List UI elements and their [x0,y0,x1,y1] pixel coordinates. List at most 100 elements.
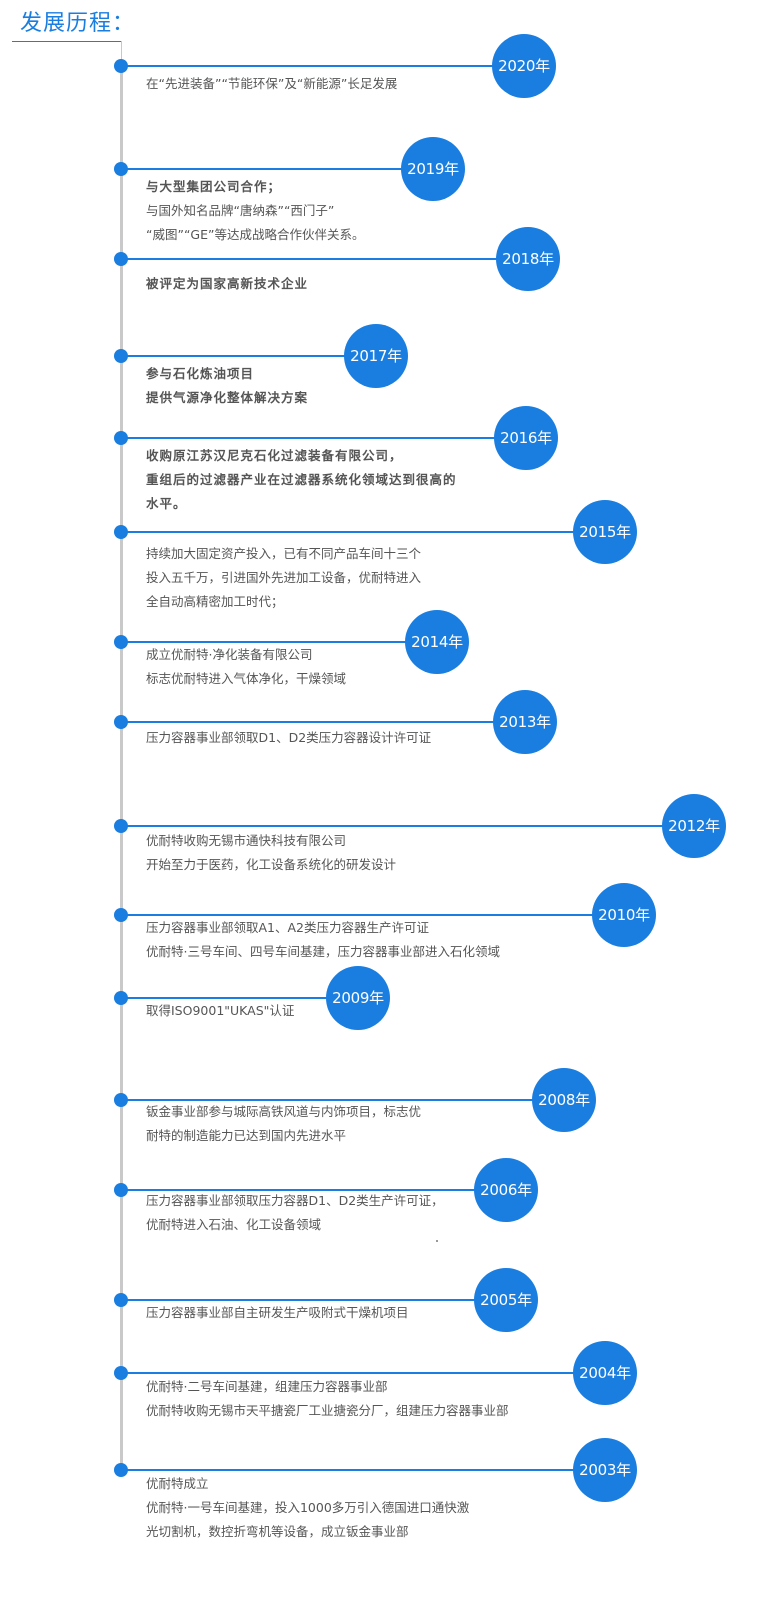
timeline-dot-2009 [114,991,128,1005]
event-description-2005: 压力容器事业部自主研发生产吸附式干燥机项目 [146,1301,409,1325]
event-line: 标志优耐特进入气体净化，干燥领域 [146,671,347,686]
timeline-connector-2013 [121,721,525,723]
timeline-connector-2020 [121,65,524,67]
event-line: 优耐特·二号车间基建，组建压力容器事业部 [146,1379,388,1394]
timeline-connector-2010 [121,914,624,916]
timeline-connector-2016 [121,437,526,439]
timeline-dot-2012 [114,819,128,833]
event-line: 成立优耐特·净化装备有限公司 [146,647,313,662]
year-badge-2016: 2016年 [494,406,558,470]
title-underline [12,41,122,42]
event-line: 光切割机，数控折弯机等设备，成立钣金事业部 [146,1524,409,1539]
event-line: 参与石化炼油项目 [146,366,255,381]
timeline-dot-2008 [114,1093,128,1107]
timeline-connector-2006 [121,1189,506,1191]
timeline-connector-2003 [121,1469,605,1471]
timeline-connector-2009 [121,997,358,999]
stray-dot [436,1240,438,1242]
event-description-2003: 优耐特成立优耐特·一号车间基建，投入1000多万引入德国进口通快激光切割机，数控… [146,1472,469,1544]
timeline-connector-2008 [121,1099,564,1101]
timeline-connector-2018 [121,258,528,260]
event-line: 开始至力于医药，化工设备系统化的研发设计 [146,857,397,872]
event-line: 优耐特收购无锡市天平搪瓷厂工业搪瓷分厂，组建压力容器事业部 [146,1403,509,1418]
year-badge-2018: 2018年 [496,227,560,291]
event-description-2020: 在“先进装备”“节能环保”及“新能源”长足发展 [146,72,397,96]
event-line: 被评定为国家高新技术企业 [146,276,309,291]
event-line: 钣金事业部参与城际高铁风道与内饰项目，标志优 [146,1104,422,1119]
event-line: 在“先进装备”“节能环保”及“新能源”长足发展 [146,76,398,91]
year-badge-2013: 2013年 [493,690,557,754]
event-description-2017: 参与石化炼油项目提供气源净化整体解决方案 [146,362,308,410]
event-line: 与大型集团公司合作； [146,179,282,194]
event-line: 压力容器事业部领取A1、A2类压力容器生产许可证 [146,920,430,935]
page-title: 发展历程： [20,11,136,36]
event-line: 优耐特·三号车间、四号车间基建，压力容器事业部进入石化领域 [146,944,500,959]
timeline-dot-2005 [114,1293,128,1307]
event-description-2010: 压力容器事业部领取A1、A2类压力容器生产许可证优耐特·三号车间、四号车间基建，… [146,916,500,964]
timeline-dot-2015 [114,525,128,539]
timeline-connector-2014 [121,641,437,643]
timeline-dot-2003 [114,1463,128,1477]
event-line: 取得ISO9001"UKAS"认证 [146,1003,295,1018]
event-line: 优耐特进入石油、化工设备领域 [146,1217,322,1232]
event-line: 全自动高精密加工时代； [146,594,284,609]
year-badge-2010: 2010年 [592,883,656,947]
timeline-dot-2014 [114,635,128,649]
timeline-dot-2018 [114,252,128,266]
timeline-connector-2017 [121,355,376,357]
timeline-connector-2004 [121,1372,605,1374]
timeline-dot-2006 [114,1183,128,1197]
timeline-dot-2010 [114,908,128,922]
timeline-connector-2015 [121,531,605,533]
timeline-connector-2019 [121,168,433,170]
timeline-dot-2016 [114,431,128,445]
year-badge-2015: 2015年 [573,500,637,564]
year-badge-2020: 2020年 [492,34,556,98]
year-badge-2008: 2008年 [532,1068,596,1132]
year-badge-2005: 2005年 [474,1268,538,1332]
timeline-dot-2019 [114,162,128,176]
event-line: 优耐特·一号车间基建，投入1000多万引入德国进口通快激 [146,1500,470,1515]
event-line: 压力容器事业部自主研发生产吸附式干燥机项目 [146,1305,409,1320]
year-badge-2006: 2006年 [474,1158,538,1222]
event-line: 压力容器事业部领取压力容器D1、D2类生产许可证， [146,1193,444,1208]
event-line: 投入五千万，引进国外先进加工设备，优耐特进入 [146,570,422,585]
timeline-connector-2005 [121,1299,506,1301]
timeline-dot-2017 [114,349,128,363]
timeline-spine [120,60,123,1472]
event-description-2015: 持续加大固定资产投入，已有不同产品车间十三个投入五千万，引进国外先进加工设备，优… [146,542,421,614]
event-description-2008: 钣金事业部参与城际高铁风道与内饰项目，标志优耐特的制造能力已达到国内先进水平 [146,1100,421,1148]
year-badge-2019: 2019年 [401,137,465,201]
event-description-2004: 优耐特·二号车间基建，组建压力容器事业部优耐特收购无锡市天平搪瓷厂工业搪瓷分厂，… [146,1375,509,1423]
event-description-2014: 成立优耐特·净化装备有限公司标志优耐特进入气体净化，干燥领域 [146,643,346,691]
timeline-connector-2012 [121,825,694,827]
event-line: 收购原江苏汉尼克石化过滤装备有限公司， [146,448,403,463]
event-description-2019: 与大型集团公司合作； 与国外知名品牌“唐纳森”“西门子” “威图”“GE”等达成战略… [146,175,365,247]
event-description-2009: 取得ISO9001"UKAS"认证 [146,999,294,1023]
year-badge-2004: 2004年 [573,1341,637,1405]
event-description-2013: 压力容器事业部领取D1、D2类压力容器设计许可证 [146,726,431,750]
event-description-2016: 收购原江苏汉尼克石化过滤装备有限公司， 重组后的过滤器产业在过滤器系统化领域达到很… [146,444,457,516]
event-description-2018: 被评定为国家高新技术企业 [146,272,308,296]
event-line: 优耐特成立 [146,1476,209,1491]
event-description-2006: 压力容器事业部领取压力容器D1、D2类生产许可证， 优耐特进入石油、化工设备领域 [146,1189,444,1237]
timeline-dot-2020 [114,59,128,73]
event-line: “威图”“GE”等达成战略合作伙伴关系。 [146,227,365,242]
year-badge-2009: 2009年 [326,966,390,1030]
event-line: 与国外知名品牌“唐纳森”“西门子” [146,203,335,218]
title-connector [121,41,122,65]
year-badge-2003: 2003年 [573,1438,637,1502]
event-line: 压力容器事业部领取D1、D2类压力容器设计许可证 [146,730,432,745]
event-line: 重组后的过滤器产业在过滤器系统化领域达到很高的 [146,472,457,487]
event-description-2012: 优耐特收购无锡市通快科技有限公司开始至力于医药，化工设备系统化的研发设计 [146,829,396,877]
event-line: 优耐特收购无锡市通快科技有限公司 [146,833,347,848]
event-line: 持续加大固定资产投入，已有不同产品车间十三个 [146,546,422,561]
timeline-dot-2004 [114,1366,128,1380]
event-line: 提供气源净化整体解决方案 [146,390,309,405]
year-badge-2017: 2017年 [344,324,408,388]
timeline-dot-2013 [114,715,128,729]
year-badge-2012: 2012年 [662,794,726,858]
event-line: 耐特的制造能力已达到国内先进水平 [146,1128,347,1143]
year-badge-2014: 2014年 [405,610,469,674]
event-line: 水平。 [146,496,187,511]
